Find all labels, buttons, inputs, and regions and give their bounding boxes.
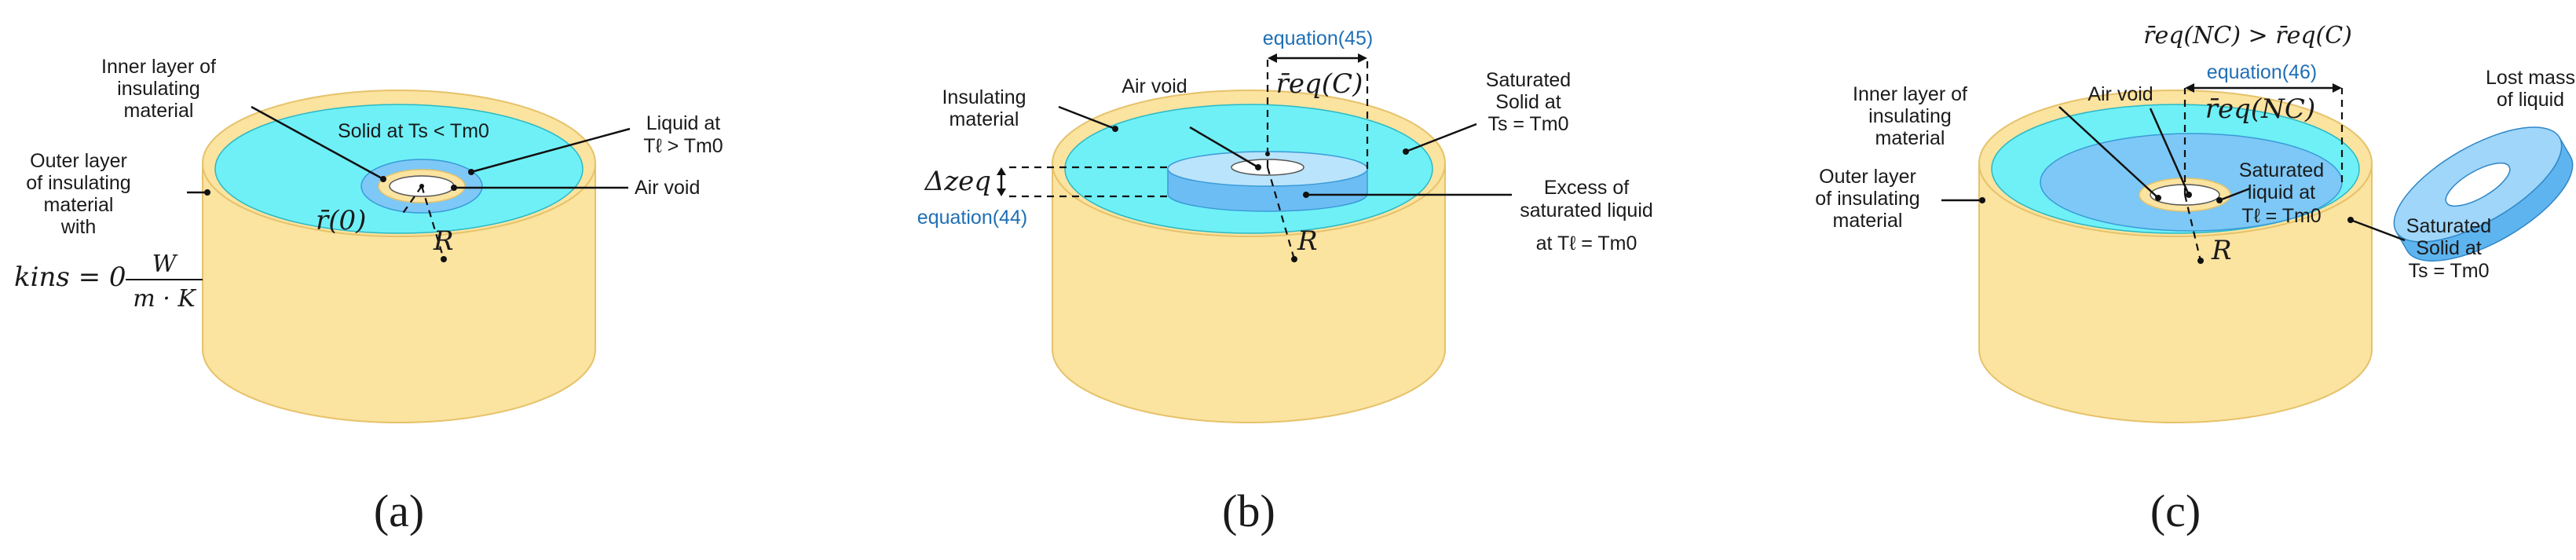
inner-layer-label-a-1: Inner layer of: [101, 56, 216, 78]
outer-layer-label-a-1: Outer layer: [30, 150, 127, 172]
panel-label-c: (c): [2150, 485, 2201, 536]
equation45-label-b: equation(45): [1263, 27, 1373, 49]
lost-mass-label-c-2: of liquid: [2497, 89, 2564, 111]
inner-layer-label-c-2: insulating: [1868, 105, 1952, 127]
panel-c: r̄eq(NC) > r̄eq(C) equation(46) r̄eq(NC)…: [1815, 22, 2575, 536]
panel-label-a: (a): [374, 485, 424, 536]
air-void-label-a: Air void: [635, 177, 700, 199]
saturated-solid-label-c-1: Saturated: [2406, 215, 2491, 237]
saturated-solid-label-b-3: Ts = Tm0: [1487, 113, 1568, 135]
saturated-liquid-label-c-1: Saturated: [2239, 159, 2324, 181]
saturated-solid-label-b-2: Solid at: [1495, 91, 1561, 113]
saturated-liquid-label-c-2: liquid at: [2248, 181, 2315, 203]
inner-layer-label-a-3: material: [124, 100, 194, 122]
air-void-label-b: Air void: [1122, 75, 1187, 97]
excess-label-b-2: saturated liquid: [1520, 199, 1653, 221]
panel-a: Inner layer of insulating material Outer…: [14, 56, 723, 536]
inner-layer-label-c-1: Inner layer of: [1853, 83, 1967, 105]
kins-denominator-a: m · K: [133, 285, 196, 313]
equation46-label-c: equation(46): [2207, 61, 2317, 83]
outer-layer-label-c-3: material: [1833, 210, 1903, 232]
liquid-label-a-1: Liquid at: [646, 112, 721, 134]
air-void-label-c: Air void: [2088, 83, 2153, 105]
outer-layer-label-a-3: material: [44, 194, 114, 216]
panel-b: Insulating material Air void equation(45…: [917, 27, 1653, 536]
solid-label-a: Solid at Ts < Tm0: [338, 120, 489, 142]
lost-mass-label-c-1: Lost mass: [2486, 67, 2575, 89]
outer-layer-label-c-2: of insulating: [1815, 188, 1919, 210]
inner-layer-label-c-3: material: [1875, 127, 1945, 149]
outer-layer-label-c-1: Outer layer: [1819, 166, 1916, 188]
excess-label-b-1: Excess of: [1544, 177, 1629, 199]
radius-label-a: R: [433, 225, 454, 257]
delta-z-label-b: Δzeq: [924, 166, 991, 197]
cylinder-c: [1978, 90, 2373, 423]
insulating-label-b-1: Insulating: [942, 86, 1026, 108]
outer-layer-label-a-4: with: [60, 216, 96, 238]
cylinder-b: [1052, 90, 1446, 423]
liquid-label-a-2: Tℓ > Tm0: [643, 135, 723, 157]
saturated-solid-label-c-2: Solid at: [2416, 237, 2481, 259]
saturated-liquid-label-c-3: Tℓ = Tm0: [2241, 205, 2321, 227]
saturated-solid-label-b-1: Saturated: [1486, 69, 1571, 91]
equation44-label-b: equation(44): [917, 207, 1027, 229]
kins-numerator-a: W: [152, 251, 178, 278]
lost-mass-ring-c: [2393, 126, 2574, 262]
saturated-solid-label-c-3: Ts = Tm0: [2408, 260, 2489, 282]
req-c-label-b: r̄eq(C): [1276, 68, 1363, 100]
inner-layer-label-a-2: insulating: [117, 78, 200, 100]
r0-label-a: r̄(0): [316, 205, 366, 236]
radius-label-b: R: [1297, 225, 1318, 257]
insulating-label-b-2: material: [950, 108, 1019, 130]
kins-lhs-a: kins = 0: [14, 262, 126, 293]
outer-layer-label-a-2: of insulating: [26, 172, 130, 194]
inequality-label-c: r̄eq(NC) > r̄eq(C): [2143, 22, 2352, 49]
panel-label-b: (b): [1222, 485, 1275, 536]
req-nc-label-c: r̄eq(NC): [2205, 93, 2315, 125]
radius-label-c: R: [2211, 235, 2232, 266]
excess-label-b-3: at Tℓ = Tm0: [1536, 232, 1637, 254]
